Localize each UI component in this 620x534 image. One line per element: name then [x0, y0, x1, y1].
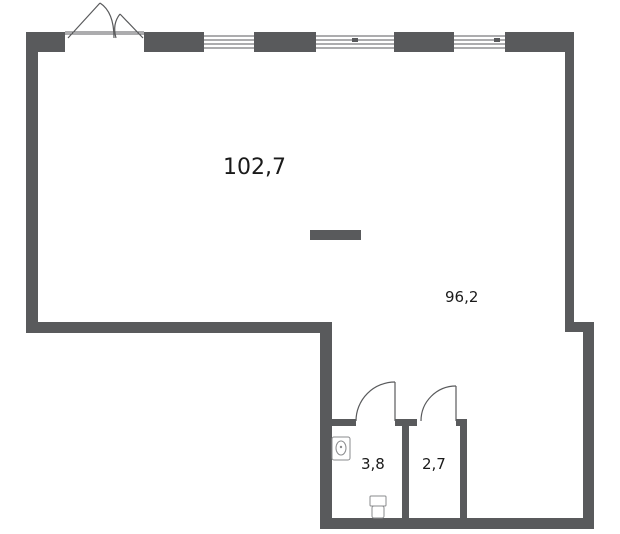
bathroom-top-wall-left — [332, 419, 356, 426]
bathroom-door — [355, 381, 396, 422]
storage-door — [420, 385, 457, 422]
sink-icon — [331, 436, 351, 461]
window-3 — [454, 35, 505, 49]
bottom-wall — [320, 518, 594, 529]
right-wall-lower — [583, 322, 594, 529]
window-2 — [316, 35, 394, 49]
window-1 — [204, 35, 254, 49]
column — [310, 230, 361, 240]
top-wall-pier-5 — [505, 32, 574, 52]
exterior-walls — [26, 32, 594, 529]
right-wall-jog — [565, 322, 594, 332]
left-wall — [26, 52, 38, 332]
top-wall-pier-3 — [254, 32, 316, 52]
total-area-label: 102,7 — [223, 155, 286, 180]
top-wall-pier-4 — [394, 32, 454, 52]
top-wall-pier-1 — [26, 32, 65, 52]
top-wall-pier-2 — [144, 32, 204, 52]
interior-partitions — [332, 419, 467, 519]
right-wall-upper — [565, 52, 574, 332]
main-hall-area-label: 96,2 — [445, 288, 478, 306]
lower-left-wall — [320, 322, 332, 529]
bathroom-storage-divider — [402, 419, 409, 519]
windows — [204, 35, 505, 49]
mid-horizontal-wall — [26, 322, 332, 333]
storage-right-wall — [460, 419, 467, 519]
bathroom-area-label: 3,8 — [361, 455, 385, 473]
toilet-icon — [369, 495, 387, 519]
storage-area-label: 2,7 — [422, 455, 446, 473]
entrance-double-door — [65, 2, 144, 39]
